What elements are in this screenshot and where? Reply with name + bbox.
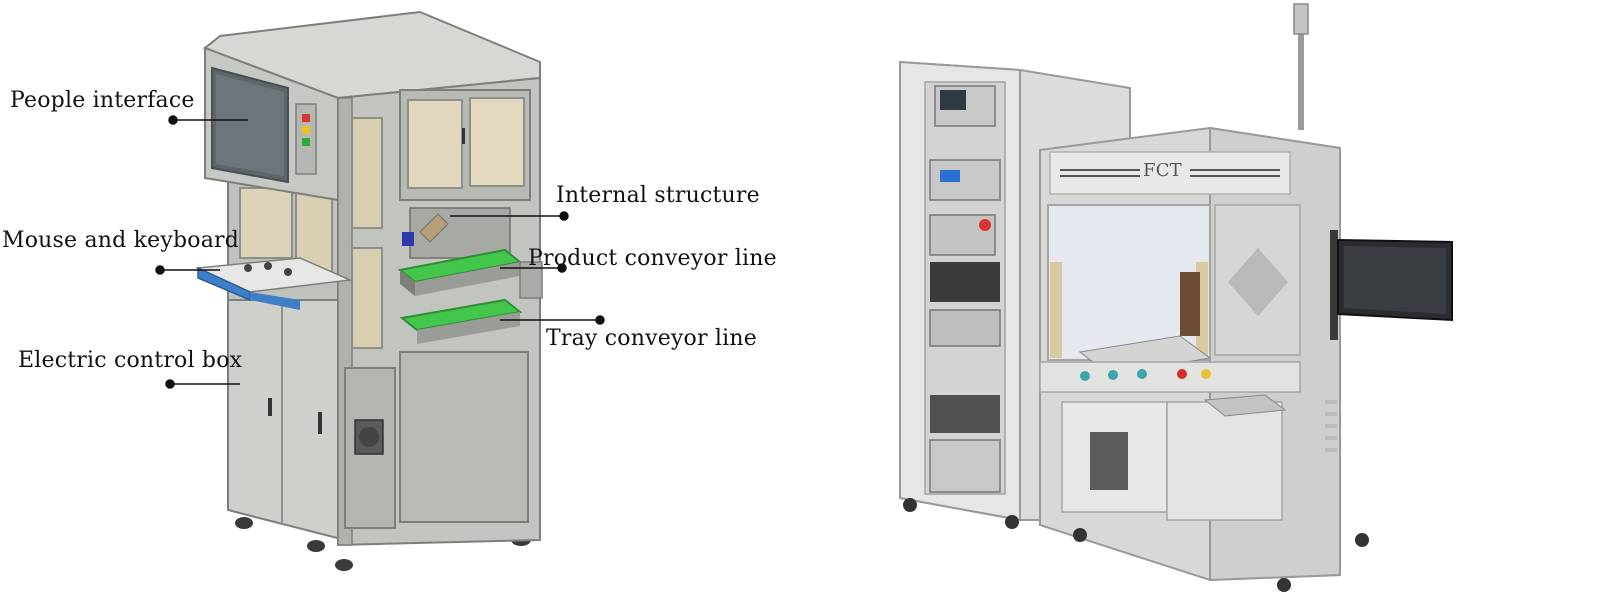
instrument-rack [899, 60, 1131, 529]
fct-machine [899, 3, 1453, 592]
keyboard-tray [195, 257, 353, 310]
signal-mast [1293, 3, 1309, 130]
main-frame [337, 76, 543, 547]
label-tray-conveyor-line: Tray conveyor line [546, 326, 757, 351]
electric-control-cabinet [227, 299, 346, 542]
label-people-interface: People interface [10, 88, 195, 113]
leader-lines [155, 115, 605, 389]
side-monitor [1330, 230, 1453, 340]
label-electric-control-box: Electric control box [18, 348, 243, 373]
fct-badge: FCT [1143, 160, 1182, 181]
cad-machine [155, 10, 605, 571]
label-internal-structure: Internal structure [556, 183, 760, 208]
test-cabinet [1039, 126, 1369, 592]
label-mouse-and-keyboard: Mouse and keyboard [2, 228, 240, 253]
label-product-conveyor-line: Product conveyor line [528, 246, 777, 271]
hmi-monitor-panel [204, 46, 339, 202]
